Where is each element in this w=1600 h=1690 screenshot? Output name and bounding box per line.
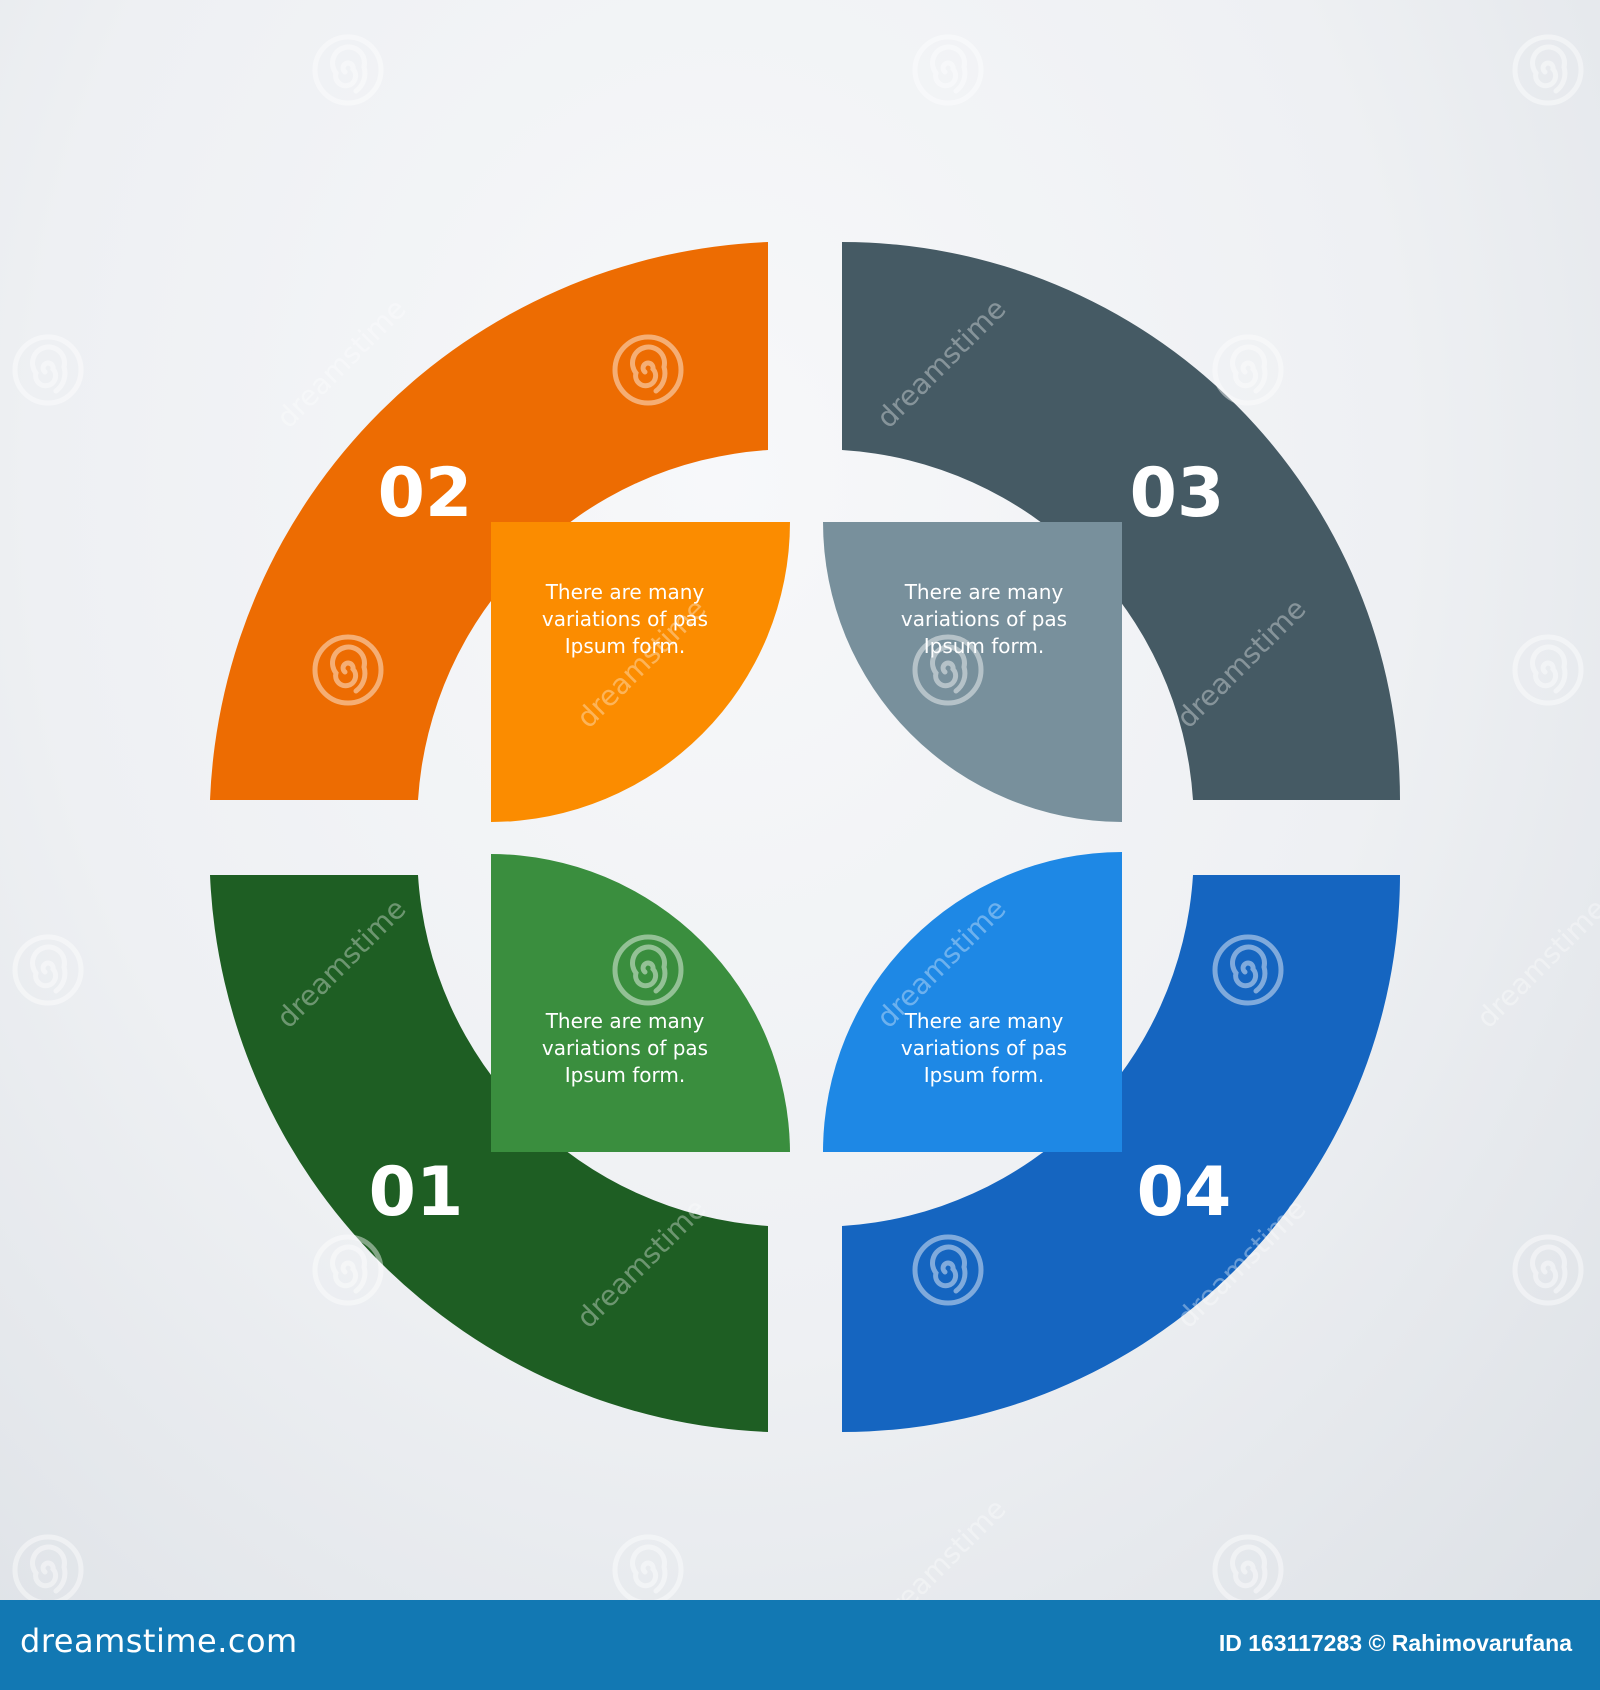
footer-bar: dreamstime.com ID 163117283 © Rahimovaru… bbox=[0, 1600, 1600, 1690]
ring-segment-03 bbox=[842, 242, 1400, 800]
description-line: Ipsum form. bbox=[565, 1063, 686, 1087]
ring-segment-02 bbox=[210, 242, 768, 800]
description-line: There are many bbox=[904, 580, 1064, 604]
footer-brand[interactable]: dreamstime.com bbox=[20, 1622, 298, 1660]
petal-02 bbox=[491, 522, 790, 822]
description-line: Ipsum form. bbox=[924, 634, 1045, 658]
step-number-03: 03 bbox=[1130, 454, 1225, 533]
ring-segment-04 bbox=[842, 875, 1400, 1432]
petal-01 bbox=[491, 854, 790, 1152]
step-number-02: 02 bbox=[378, 454, 473, 533]
description-line: variations of pas bbox=[542, 1036, 708, 1060]
petal-04 bbox=[823, 852, 1122, 1152]
petal-03 bbox=[823, 522, 1122, 822]
footer-credit: ID 163117283 © Rahimovarufana bbox=[1218, 1630, 1572, 1656]
step-number-01: 01 bbox=[369, 1153, 464, 1232]
description-line: variations of pas bbox=[901, 1036, 1067, 1060]
description-line: There are many bbox=[545, 1009, 705, 1033]
step-number-04: 04 bbox=[1137, 1153, 1232, 1232]
description-line: variations of pas bbox=[901, 607, 1067, 631]
description-line: There are many bbox=[545, 580, 705, 604]
footer-brand-text: dreamstime.com bbox=[20, 1622, 298, 1660]
description-line: There are many bbox=[904, 1009, 1064, 1033]
description-line: variations of pas bbox=[542, 607, 708, 631]
description-line: Ipsum form. bbox=[565, 634, 686, 658]
description-line: Ipsum form. bbox=[924, 1063, 1045, 1087]
ring-segment-01 bbox=[210, 875, 768, 1432]
